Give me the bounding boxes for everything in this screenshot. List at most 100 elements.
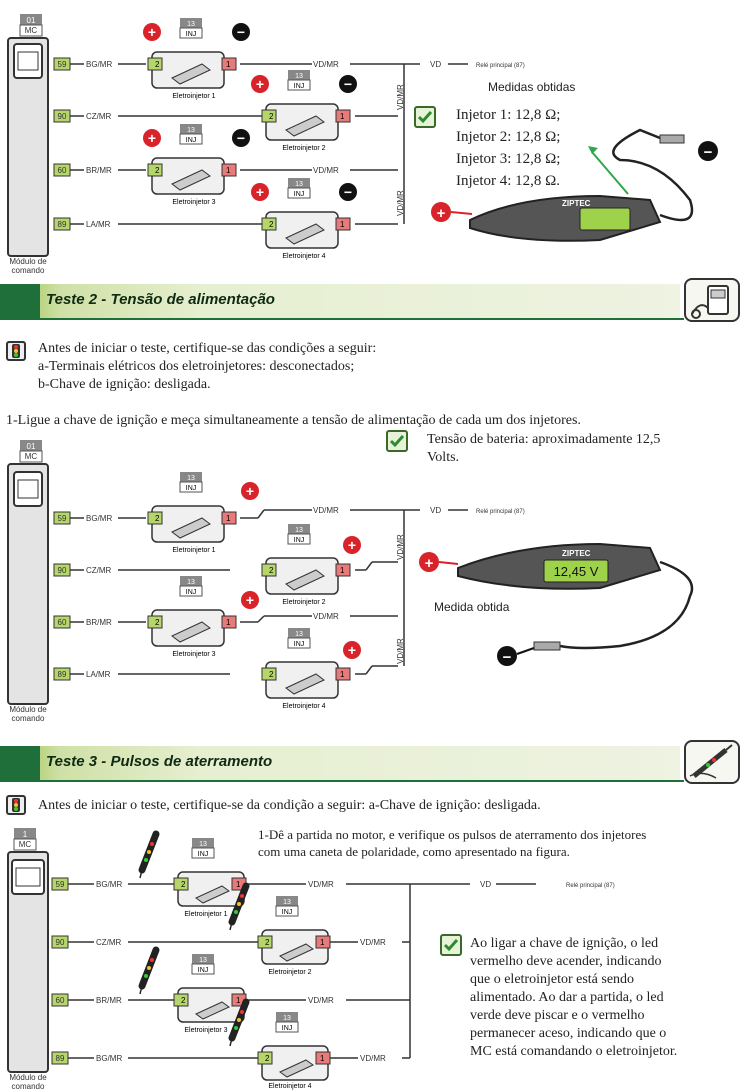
pointer-arrowhead — [588, 146, 598, 154]
t3-wire-vdmr-1: VD/MR — [308, 880, 334, 889]
t2-injector-3: 2 1 13 INJ Eletroinjetor 3 — [147, 576, 237, 658]
t2-inj4-tag: INJ — [294, 641, 305, 648]
t2-inj4-pin1: 1 — [340, 670, 345, 679]
t3-inj4-pin2: 2 — [265, 1054, 270, 1063]
t2-meter-minus-sign: − — [503, 649, 512, 666]
inj2-number: 13 — [295, 73, 303, 80]
t2-inj2-tag: INJ — [294, 537, 305, 544]
t3-inj2-pin1: 1 — [320, 938, 325, 947]
t3-result-2: vermelho deve acender, indicando — [470, 954, 662, 969]
minus-probe-4 — [339, 183, 357, 201]
t2-wire-lamr: LA/MR — [86, 670, 111, 679]
t3-inj2-label: Eletroinjetor 2 — [268, 969, 311, 976]
minus-probe-2 — [339, 75, 357, 93]
t3-result-4: alimentado. Ao dar a partida, o led — [470, 990, 664, 1005]
t3-inj1-number: 13 — [199, 841, 207, 848]
result-injector-1: Injetor 1: 12,8 Ω; — [456, 107, 561, 123]
meter-minus-probe-1 — [698, 141, 718, 161]
mc-number: 01 — [27, 16, 36, 25]
module-label-2b: comando — [12, 714, 45, 723]
polarity-pen-1 — [138, 830, 160, 879]
t3-wire-bgmr-4: BG/MR — [96, 1054, 122, 1063]
mc-label-2: MC — [25, 452, 38, 461]
test2-pre-3: b-Chave de ignição: desligada. — [38, 377, 211, 392]
t2-injector-2: 2 1 13 INJ Eletroinjetor 2 — [261, 524, 351, 606]
module-label-1: Módulo de — [9, 257, 47, 266]
t3-inj3-pin1: 1 — [236, 996, 241, 1005]
mc-module-2 — [7, 463, 49, 705]
t3-result-7: MC está comandando o eletroinjetor. — [470, 1044, 678, 1059]
plus-probe-4 — [251, 183, 269, 201]
t3-inj3-pin2: 2 — [181, 996, 186, 1005]
injector-2: 2 1 13 INJ Eletroinjetor 2 — [261, 70, 351, 152]
t3-inj1-pin2: 2 — [181, 880, 186, 889]
plus-probe-2 — [251, 75, 269, 93]
t3-inj3-label: Eletroinjetor 3 — [184, 1027, 227, 1034]
t3-inj1-tag: INJ — [198, 851, 209, 858]
test3-pre-1: Antes de iniciar o teste, certifique-se … — [38, 798, 541, 813]
plus-probe-1-sign: + — [148, 24, 156, 40]
test2-title: Teste 2 - Tensão de alimentação — [46, 291, 275, 308]
t3-wire-czmr: CZ/MR — [96, 938, 122, 947]
relay-label: Relé principal (87) — [476, 63, 525, 69]
t2-pin-60: 60 — [58, 618, 67, 627]
test2-diagram: 01 MC Módulo de comando 59 90 60 89 BG/M… — [7, 440, 694, 723]
t2-inj3-number: 13 — [187, 579, 195, 586]
t2-plus-probe-4 — [343, 641, 361, 659]
results-title: Medidas obtidas — [488, 80, 576, 94]
polarity-pen-icon — [684, 740, 740, 784]
t2-wire-vd: VD — [430, 506, 441, 515]
mc-badge-bottom — [19, 24, 43, 37]
t2-inj3-pin1: 1 — [226, 618, 231, 627]
section-test3: Teste 3 - Pulsos de aterramento — [0, 740, 744, 784]
t3-check-icon — [440, 934, 462, 956]
t3-pin-90: 90 — [56, 938, 65, 947]
module-label-2: comando — [12, 266, 45, 275]
multimeter-pen-1: ZIPTEC — [469, 128, 694, 242]
t3-injector-3: 2 1 13 INJ Eletroinjetor 3 — [173, 954, 247, 1034]
minus-probe-3 — [232, 129, 250, 147]
pin-90-label: 90 — [58, 112, 67, 121]
t2-plus-probe-3 — [241, 591, 259, 609]
inj2-pin2: 2 — [269, 112, 274, 121]
t3-inj4-tag: INJ — [282, 1025, 293, 1032]
t3-pin-59: 59 — [56, 880, 65, 889]
inj4-tag: INJ — [294, 191, 305, 198]
t3-wire-vdmr-3: VD/MR — [308, 996, 334, 1005]
minus-probe-2-sign: − — [344, 76, 352, 92]
check-icon — [414, 106, 436, 128]
t3-module-label-1: Módulo de — [9, 1073, 47, 1082]
plus-probe-4-sign: + — [256, 184, 264, 200]
t2-inj1-tag: INJ — [186, 485, 197, 492]
multimeter-icon — [684, 278, 740, 322]
brand-1: ZIPTEC — [562, 199, 591, 208]
plus-probe-2-sign: + — [256, 76, 264, 92]
injector-4: 2 1 13 INJ Eletroinjetor 4 — [261, 178, 351, 260]
inj2-label: Eletroinjetor 2 — [282, 145, 325, 152]
result-injector-3: Injetor 3: 12,8 Ω; — [456, 151, 561, 167]
test2-step-1: 1-Ligue a chave de ignição e meça simult… — [6, 413, 581, 428]
inj3-tag: INJ — [186, 137, 197, 144]
t3-inj3-number: 13 — [199, 957, 207, 964]
mc-connector-inner — [17, 51, 39, 71]
t2-inj1-label: Eletroinjetor 1 — [172, 547, 215, 554]
t2-inj2-label: Eletroinjetor 2 — [282, 599, 325, 606]
test3-diagram: 1 MC Módulo de comando 59 90 60 89 BG/MR… — [7, 828, 615, 1091]
test2-pre-1: Antes de iniciar o teste, certifique-se … — [38, 341, 377, 356]
module-label-2a: Módulo de — [9, 705, 47, 714]
t2-inj3-pin2: 2 — [155, 618, 160, 627]
t2-relay-label: Relé principal (87) — [476, 509, 525, 515]
t2-inj1-number: 13 — [187, 475, 195, 482]
meter-plus-sign-1: + — [437, 205, 446, 222]
pointer-arrow — [591, 151, 629, 195]
polarity-pen-2 — [228, 882, 250, 931]
t3-pin-60: 60 — [56, 996, 65, 1005]
wire-vdmr-vertical-1: VD/MR — [396, 84, 405, 110]
minus-probe-4-sign: − — [344, 184, 352, 200]
wire-vd: VD — [430, 60, 441, 69]
minus-probe-1-sign: − — [237, 24, 245, 40]
t2-pin-90: 90 — [58, 566, 67, 575]
t2-plus-sign-3: + — [246, 592, 254, 608]
t3-wire-vdmr-2: VD/MR — [360, 938, 386, 947]
t3-injector-4: 2 1 13 INJ Eletroinjetor 4 — [257, 1012, 331, 1090]
